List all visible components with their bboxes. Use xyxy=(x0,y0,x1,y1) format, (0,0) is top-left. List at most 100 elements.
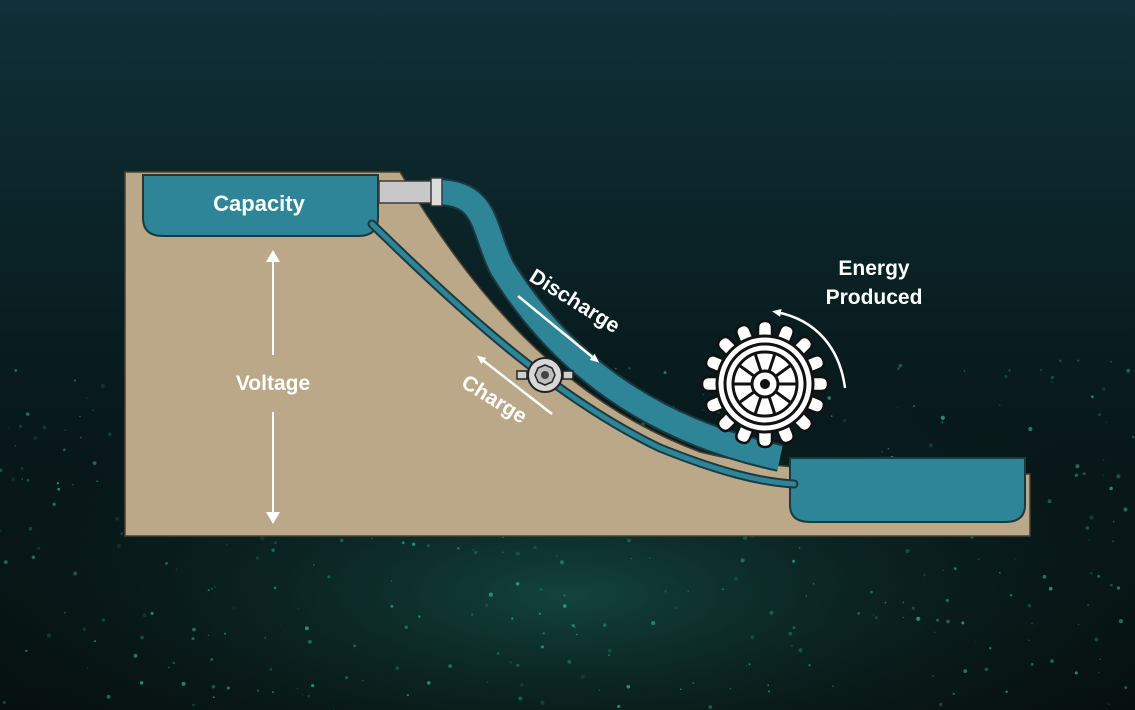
particle xyxy=(1111,540,1115,543)
particle xyxy=(748,663,751,666)
particle xyxy=(79,415,81,418)
particle xyxy=(1074,473,1079,478)
particle xyxy=(33,436,38,441)
particle xyxy=(411,542,416,546)
particle xyxy=(1109,486,1113,491)
particle xyxy=(511,617,514,620)
particle xyxy=(426,544,431,548)
particle xyxy=(304,626,309,631)
particle xyxy=(1077,359,1080,362)
particle xyxy=(86,667,89,670)
particle xyxy=(515,581,520,586)
particle xyxy=(406,693,410,697)
energy-produced-label-line2: Produced xyxy=(826,286,923,309)
particle xyxy=(798,546,801,549)
particle xyxy=(953,567,957,570)
particle xyxy=(63,448,66,452)
particle xyxy=(563,594,566,597)
particle xyxy=(20,466,24,470)
particle xyxy=(390,604,394,608)
particle xyxy=(474,550,478,555)
particle xyxy=(3,560,8,564)
particle xyxy=(11,477,15,481)
particle xyxy=(191,637,195,641)
particle xyxy=(107,432,112,437)
particle xyxy=(702,394,704,396)
particle xyxy=(101,618,106,622)
particle xyxy=(79,436,82,439)
particle xyxy=(52,502,56,506)
particle xyxy=(172,661,176,665)
particle xyxy=(311,683,315,688)
particle xyxy=(133,653,138,658)
particle xyxy=(573,625,576,629)
particle xyxy=(857,612,860,615)
particle xyxy=(745,664,748,667)
particle xyxy=(269,668,273,671)
particle xyxy=(952,692,956,696)
intake-pipe xyxy=(378,177,443,207)
particle xyxy=(984,667,989,672)
particle xyxy=(922,573,926,577)
particle xyxy=(648,557,651,559)
wheel-spoke xyxy=(753,353,763,373)
particle xyxy=(692,682,695,684)
particle xyxy=(938,702,943,707)
particle xyxy=(897,367,900,370)
lower-reservoir xyxy=(789,457,1026,523)
particle xyxy=(1109,583,1113,587)
particle xyxy=(211,684,216,689)
particle xyxy=(843,418,847,423)
particle xyxy=(361,679,364,682)
particle xyxy=(42,425,47,430)
particle xyxy=(607,648,612,653)
particle xyxy=(0,468,3,472)
particle xyxy=(1118,619,1123,624)
particle xyxy=(750,635,755,640)
particle xyxy=(91,409,94,412)
particle xyxy=(226,543,229,546)
particle xyxy=(870,590,873,594)
particle xyxy=(1048,586,1053,591)
particle xyxy=(7,427,9,429)
particle xyxy=(664,589,667,593)
particle xyxy=(1088,539,1090,541)
particle xyxy=(576,633,578,636)
particle xyxy=(626,685,631,689)
particle xyxy=(496,652,500,655)
particle xyxy=(911,606,915,610)
particle xyxy=(928,443,933,448)
particle xyxy=(542,632,545,635)
particle xyxy=(26,478,30,482)
particle xyxy=(832,685,834,687)
particle xyxy=(538,612,541,615)
charge-arrow xyxy=(476,355,553,415)
particle xyxy=(1116,474,1121,479)
particle xyxy=(687,590,689,592)
particle xyxy=(674,606,678,610)
particle xyxy=(327,575,331,579)
particle xyxy=(975,641,977,644)
particle xyxy=(942,569,944,571)
particle xyxy=(457,547,460,550)
rotation-arrow xyxy=(772,309,847,389)
particle xyxy=(207,634,210,637)
particle xyxy=(25,412,30,416)
particle xyxy=(509,661,513,664)
particle xyxy=(1099,658,1101,660)
particle xyxy=(264,636,267,639)
particle xyxy=(1005,690,1008,694)
particle xyxy=(404,625,409,630)
particle xyxy=(518,696,523,701)
particle xyxy=(1051,381,1053,383)
particle xyxy=(192,703,195,707)
particle xyxy=(788,631,793,636)
particle xyxy=(1058,359,1062,363)
particle xyxy=(791,645,793,647)
particle xyxy=(977,558,980,561)
wheel-spoke xyxy=(774,363,792,378)
particle xyxy=(912,404,916,408)
particle xyxy=(73,379,77,382)
particle xyxy=(120,532,123,535)
